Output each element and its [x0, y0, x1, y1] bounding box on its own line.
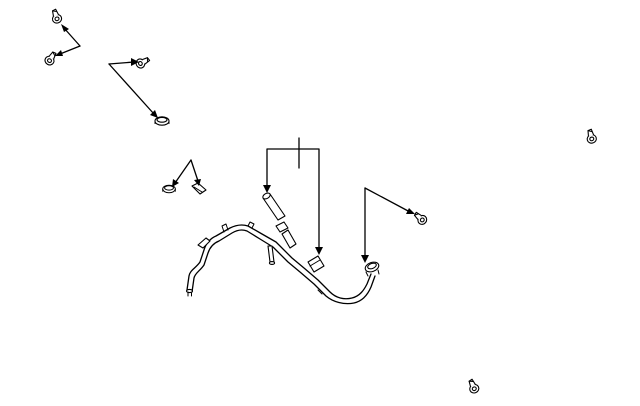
clamp-group-top-left — [42, 7, 81, 68]
hose-clamp-icon — [584, 127, 598, 145]
hose-clamp-icon — [465, 377, 481, 396]
clamp-group-middle-left — [162, 159, 207, 195]
hose-connector-icon — [262, 192, 286, 221]
clamp-group-upper — [108, 54, 170, 126]
hose-clamp-icon — [411, 209, 430, 227]
leader-arrow — [263, 137, 323, 255]
hose-clamp-icon — [48, 7, 64, 25]
leader-arrow — [172, 159, 201, 187]
leader-arrow — [361, 187, 415, 263]
hose-clamp-icon — [191, 182, 207, 195]
hose-clamp-icon — [42, 49, 59, 68]
leader-arrow — [55, 24, 81, 56]
leader-arrow — [108, 58, 158, 118]
coolant-pipe-assembly-icon — [185, 221, 380, 305]
hose-clamp-icon — [162, 184, 176, 194]
hose-clamp-icon — [154, 116, 170, 126]
